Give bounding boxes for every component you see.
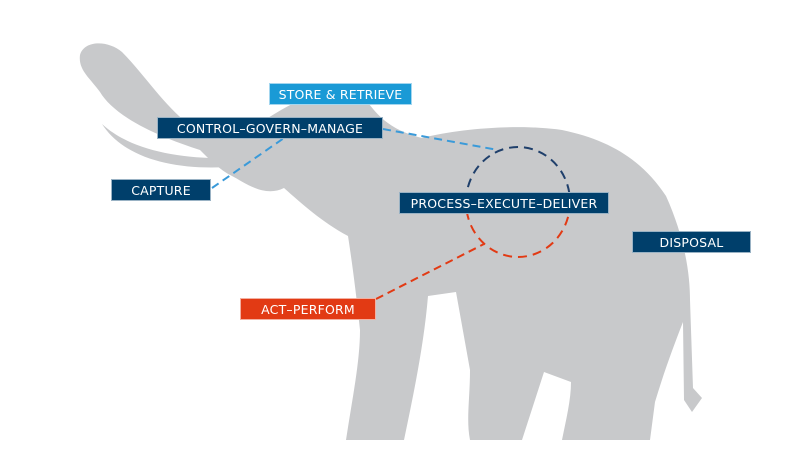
- label-disposal: DISPOSAL: [632, 231, 751, 253]
- label-act-perform: ACT–PERFORM: [240, 298, 376, 320]
- elephant-silhouette: [79, 43, 703, 440]
- label-process-execute-deliver: PROCESS–EXECUTE–DELIVER: [399, 192, 609, 214]
- label-control-govern-manage: CONTROL–GOVERN–MANAGE: [157, 117, 383, 139]
- connector-act-process: [375, 243, 485, 300]
- process-circle-top: [465, 146, 571, 203]
- connector-capture-control: [211, 137, 285, 189]
- elephant-tusk: [102, 124, 240, 168]
- connector-control-process: [382, 128, 499, 151]
- label-capture: CAPTURE: [111, 179, 211, 201]
- process-circle-bottom: [465, 201, 571, 258]
- label-store-retrieve: STORE & RETRIEVE: [269, 83, 412, 105]
